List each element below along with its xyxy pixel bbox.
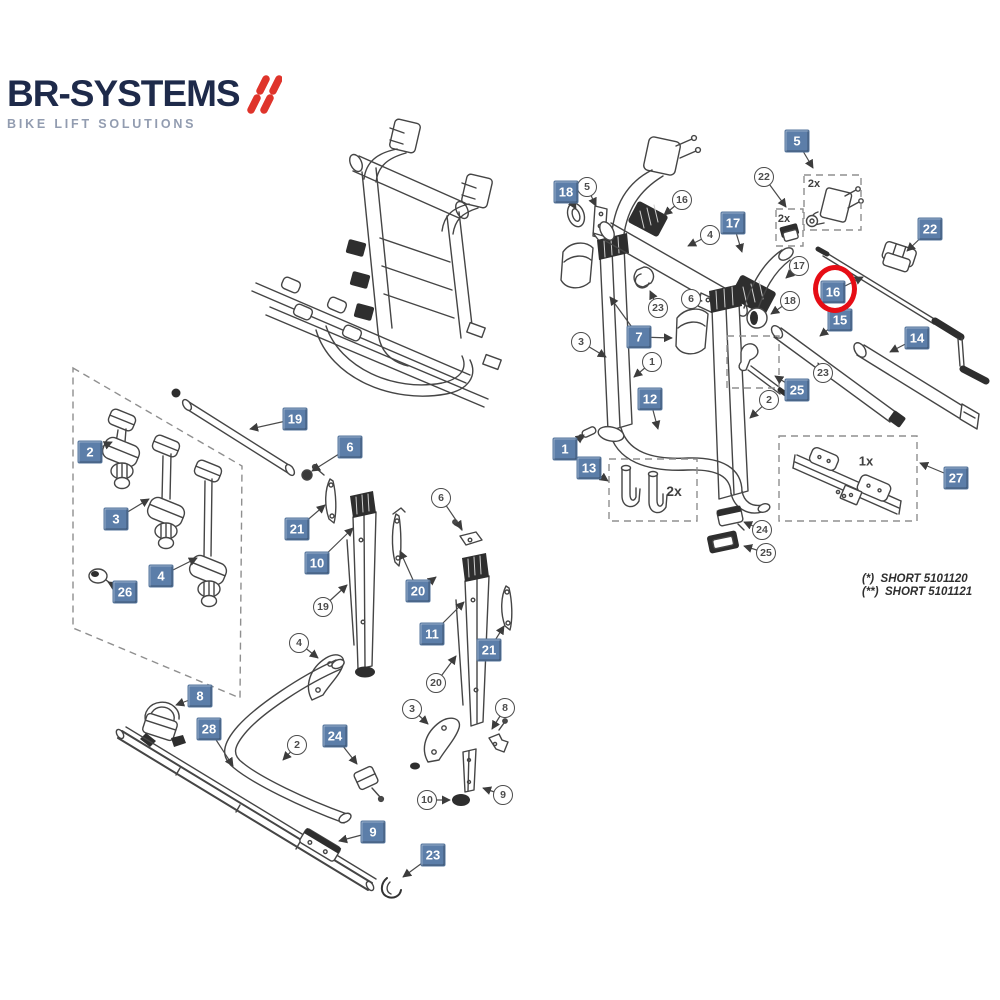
part-label-circle-18: 18 — [780, 291, 800, 311]
part-label-circle-8: 8 — [495, 698, 515, 718]
part-label-square-1: 1 — [553, 438, 577, 460]
part-label-square-2: 2 — [78, 441, 102, 463]
part-label-circle-9: 9 — [493, 785, 513, 805]
exploded-frame-art — [560, 134, 794, 554]
part-label-square-21: 21 — [285, 518, 309, 540]
part-label-circle-16: 16 — [672, 190, 692, 210]
part-label-circle-6: 6 — [681, 289, 701, 309]
part-label-circle-17: 17 — [789, 256, 809, 276]
footnote-0: (*) SHORT 5101120 — [862, 573, 968, 585]
part-label-square-18: 18 — [554, 181, 578, 203]
rail-kit-art — [792, 447, 902, 515]
loose-parts-left-art — [88, 388, 513, 899]
part-label-square-19: 19 — [283, 408, 307, 430]
part-label-square-15: 15 — [828, 309, 852, 331]
part-label-circle-19: 19 — [313, 597, 333, 617]
part-label-square-13: 13 — [577, 457, 601, 479]
brand-name: BR-SYSTEMS — [7, 73, 241, 114]
highlight-ring-part-16 — [813, 265, 857, 313]
quantity-note-3: 1x — [858, 453, 874, 469]
part-label-square-4: 4 — [149, 565, 173, 587]
part-label-square-17: 17 — [721, 212, 745, 234]
part-label-square-21: 21 — [477, 639, 501, 661]
part-label-circle-23: 23 — [813, 363, 833, 383]
part-label-circle-4: 4 — [700, 225, 720, 245]
part-label-circle-3: 3 — [571, 332, 591, 352]
footnote-1: (**) SHORT 5101121 — [862, 586, 973, 598]
clip-kit-art — [779, 223, 800, 242]
part-label-square-23: 23 — [421, 844, 445, 866]
part-label-circle-3: 3 — [402, 699, 422, 719]
part-label-circle-25: 25 — [756, 543, 776, 563]
quantity-note-0: 2x — [807, 178, 821, 190]
part-label-square-26: 26 — [113, 581, 137, 603]
part-label-square-27: 27 — [944, 467, 968, 489]
part-label-square-8: 8 — [188, 685, 212, 707]
part-label-square-11: 11 — [420, 623, 444, 645]
part-label-square-12: 12 — [638, 388, 662, 410]
part-label-circle-10: 10 — [417, 790, 437, 810]
part-label-square-9: 9 — [361, 821, 385, 843]
part-label-square-24: 24 — [323, 725, 347, 747]
quantity-note-1: 2x — [777, 213, 791, 225]
brand-slashes-icon — [246, 75, 282, 114]
part-label-square-10: 10 — [305, 552, 329, 574]
part-label-circle-24: 24 — [752, 520, 772, 540]
part-label-circle-4: 4 — [289, 633, 309, 653]
part-label-circle-2: 2 — [759, 390, 779, 410]
part-label-circle-2: 2 — [287, 735, 307, 755]
part-label-square-5: 5 — [785, 130, 809, 152]
part-label-square-20: 20 — [406, 580, 430, 602]
quantity-note-2: 2x — [666, 483, 682, 499]
part-label-square-22: 22 — [918, 218, 942, 240]
part-label-square-25: 25 — [785, 379, 809, 401]
brand-logo: BR-SYSTEMS BIKE LIFT SOLUTIONS — [7, 74, 282, 131]
part-label-square-7: 7 — [627, 326, 651, 348]
part-label-circle-5: 5 — [577, 177, 597, 197]
assembled-rack-art — [251, 118, 502, 408]
part-label-circle-20: 20 — [426, 673, 446, 693]
part-label-square-28: 28 — [197, 718, 221, 740]
footnotes: (*) SHORT 5101120(**) SHORT 5101121 — [862, 573, 972, 599]
part-label-circle-6: 6 — [431, 488, 451, 508]
brand-tagline: BIKE LIFT SOLUTIONS — [7, 117, 197, 131]
dashed-group-boxes — [72, 174, 918, 700]
part-label-square-3: 3 — [104, 508, 128, 530]
part-label-square-6: 6 — [338, 436, 362, 458]
part-label-square-14: 14 — [905, 327, 929, 349]
part-label-circle-1: 1 — [642, 352, 662, 372]
part-label-circle-23: 23 — [648, 298, 668, 318]
wall-bracket-kit-art — [805, 186, 864, 228]
part-label-circle-22: 22 — [754, 167, 774, 187]
